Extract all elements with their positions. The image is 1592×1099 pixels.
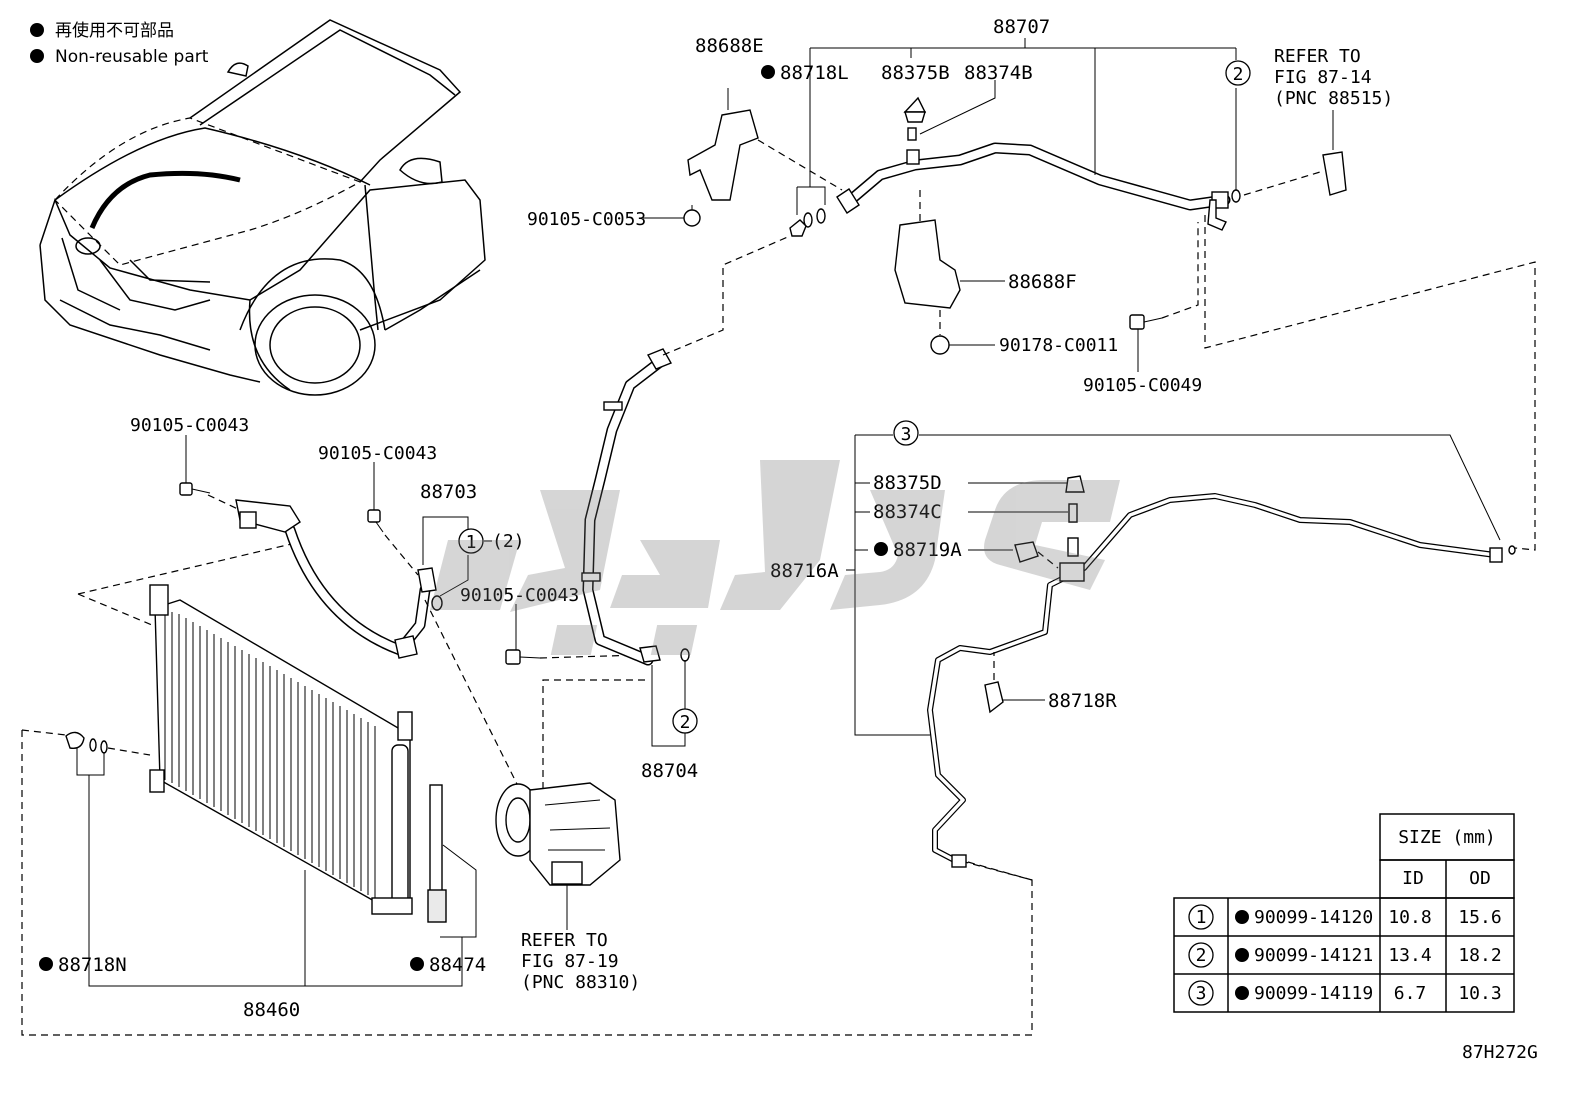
desiccant-88474 bbox=[429, 784, 443, 894]
hose-88703 bbox=[235, 499, 443, 659]
size-col-id: ID bbox=[1402, 868, 1424, 889]
refer-top-line2: FIG 87-14 bbox=[1274, 67, 1372, 88]
svg-text:3: 3 bbox=[901, 424, 912, 445]
label-88719A: 88719A bbox=[893, 539, 962, 561]
bracket-88688E bbox=[643, 88, 843, 227]
label-90105-C0053: 90105-C0053 bbox=[527, 209, 646, 230]
label-88474: 88474 bbox=[429, 954, 486, 976]
clamp-88718R bbox=[984, 652, 1045, 714]
legend-ja: 再使用不可部品 bbox=[55, 20, 174, 41]
valve-core-88375B bbox=[903, 80, 996, 141]
switch-88719A bbox=[1014, 541, 1059, 569]
pipe-88716A bbox=[927, 493, 1516, 881]
label-88718R: 88718R bbox=[1048, 690, 1117, 712]
svg-text:6.7: 6.7 bbox=[1394, 983, 1427, 1004]
condenser-bracket bbox=[397, 711, 413, 741]
svg-text:2: 2 bbox=[680, 712, 691, 733]
valve-cap-88375D bbox=[1065, 475, 1085, 557]
svg-text:15.6: 15.6 bbox=[1458, 907, 1501, 928]
label-qty-2: (2) bbox=[492, 531, 525, 552]
callout-2-top: 2 bbox=[1225, 60, 1251, 86]
label-90105-C0049: 90105-C0049 bbox=[1083, 375, 1202, 396]
label-88718L: 88718L bbox=[780, 62, 849, 84]
label-88688F: 88688F bbox=[1008, 271, 1077, 293]
size-row: 1 90099-14120 10.8 15.6 bbox=[1188, 904, 1502, 930]
cap-88718N bbox=[65, 731, 85, 749]
svg-text:10.3: 10.3 bbox=[1458, 983, 1501, 1004]
leaders-88716A bbox=[846, 434, 1501, 736]
label-88374C: 88374C bbox=[873, 501, 942, 523]
label-90105-C0043-a: 90105-C0043 bbox=[130, 415, 249, 436]
size-row: 3 90099-14119 6.7 10.3 bbox=[1188, 980, 1502, 1006]
label-88460: 88460 bbox=[243, 999, 300, 1021]
label-88716A: 88716A bbox=[770, 560, 839, 582]
size-row: 2 90099-14121 13.4 18.2 bbox=[1188, 942, 1502, 968]
label-88374B: 88374B bbox=[964, 62, 1033, 84]
part-labels: 88707 88688E 88718L 88375B 88374B REFER … bbox=[39, 16, 1538, 1063]
legend-dot-icon bbox=[30, 49, 44, 63]
bolt-90105-C0043-a bbox=[179, 435, 241, 511]
diagram-code: 87H272G bbox=[1462, 1042, 1538, 1063]
label-90105-C0043-b: 90105-C0043 bbox=[318, 443, 437, 464]
cap-88474 bbox=[427, 889, 447, 923]
svg-text:10.8: 10.8 bbox=[1388, 907, 1431, 928]
callout-3: 3 bbox=[893, 420, 919, 446]
connector-88515 bbox=[1204, 110, 1536, 551]
hose-88704 bbox=[581, 235, 791, 747]
legend-en: Non-reusable part bbox=[55, 47, 209, 67]
label-88688E: 88688E bbox=[695, 35, 764, 57]
refer-top-line3: (PNC 88515) bbox=[1274, 88, 1393, 109]
svg-text:2: 2 bbox=[1196, 945, 1207, 966]
label-90105-C0043-c: 90105-C0043 bbox=[460, 585, 579, 606]
svg-text:1: 1 bbox=[466, 532, 477, 553]
condenser-bracket bbox=[149, 769, 165, 793]
refer-bot-line1: REFER TO bbox=[521, 930, 608, 951]
svg-text:90099-14121: 90099-14121 bbox=[1254, 945, 1373, 966]
size-col-od: OD bbox=[1469, 868, 1491, 889]
svg-text:1: 1 bbox=[1196, 907, 1207, 928]
svg-text:18.2: 18.2 bbox=[1458, 945, 1501, 966]
size-header: SIZE (mm) bbox=[1398, 827, 1496, 848]
refer-top-line1: REFER TO bbox=[1274, 46, 1361, 67]
size-table: SIZE (mm) ID OD 1 90099-14120 10.8 15.6 … bbox=[1173, 813, 1515, 1013]
bolt-90105-C0043-c bbox=[505, 604, 641, 665]
label-88703: 88703 bbox=[420, 481, 477, 503]
label-88704: 88704 bbox=[641, 760, 698, 782]
legend: 再使用不可部品 Non-reusable part bbox=[30, 20, 209, 67]
label-88375B: 88375B bbox=[881, 62, 950, 84]
leaders-88707 bbox=[796, 38, 1237, 215]
pipe-88707 bbox=[789, 142, 1321, 237]
vehicle-illustration bbox=[39, 19, 486, 396]
bracket-88688F bbox=[894, 190, 1005, 355]
bolt-90105-C0049 bbox=[1129, 222, 1199, 372]
svg-text:13.4: 13.4 bbox=[1388, 945, 1431, 966]
svg-text:3: 3 bbox=[1196, 983, 1207, 1004]
legend-dot-icon bbox=[30, 23, 44, 37]
condenser-fins bbox=[164, 610, 376, 899]
condenser-88460 bbox=[21, 541, 1033, 1036]
label-88375D: 88375D bbox=[873, 472, 942, 494]
label-90178-C0011: 90178-C0011 bbox=[999, 335, 1118, 356]
watermark-logo bbox=[430, 460, 1120, 655]
svg-text:90099-14120: 90099-14120 bbox=[1254, 907, 1373, 928]
condenser-bracket bbox=[371, 897, 413, 915]
compressor bbox=[495, 782, 621, 930]
label-88718N: 88718N bbox=[58, 954, 127, 976]
refer-bot-line3: (PNC 88310) bbox=[521, 972, 640, 993]
svg-text:90099-14119: 90099-14119 bbox=[1254, 983, 1373, 1004]
svg-text:2: 2 bbox=[1233, 64, 1244, 85]
callout-2-bottom: 2 bbox=[672, 708, 698, 734]
callout-1: 1 bbox=[458, 528, 484, 554]
refer-bot-line2: FIG 87-19 bbox=[521, 951, 619, 972]
bolt-90105-C0043-b bbox=[367, 462, 419, 576]
label-88707: 88707 bbox=[993, 16, 1050, 38]
leaders-condenser bbox=[76, 748, 477, 987]
condenser-bracket bbox=[149, 584, 169, 616]
